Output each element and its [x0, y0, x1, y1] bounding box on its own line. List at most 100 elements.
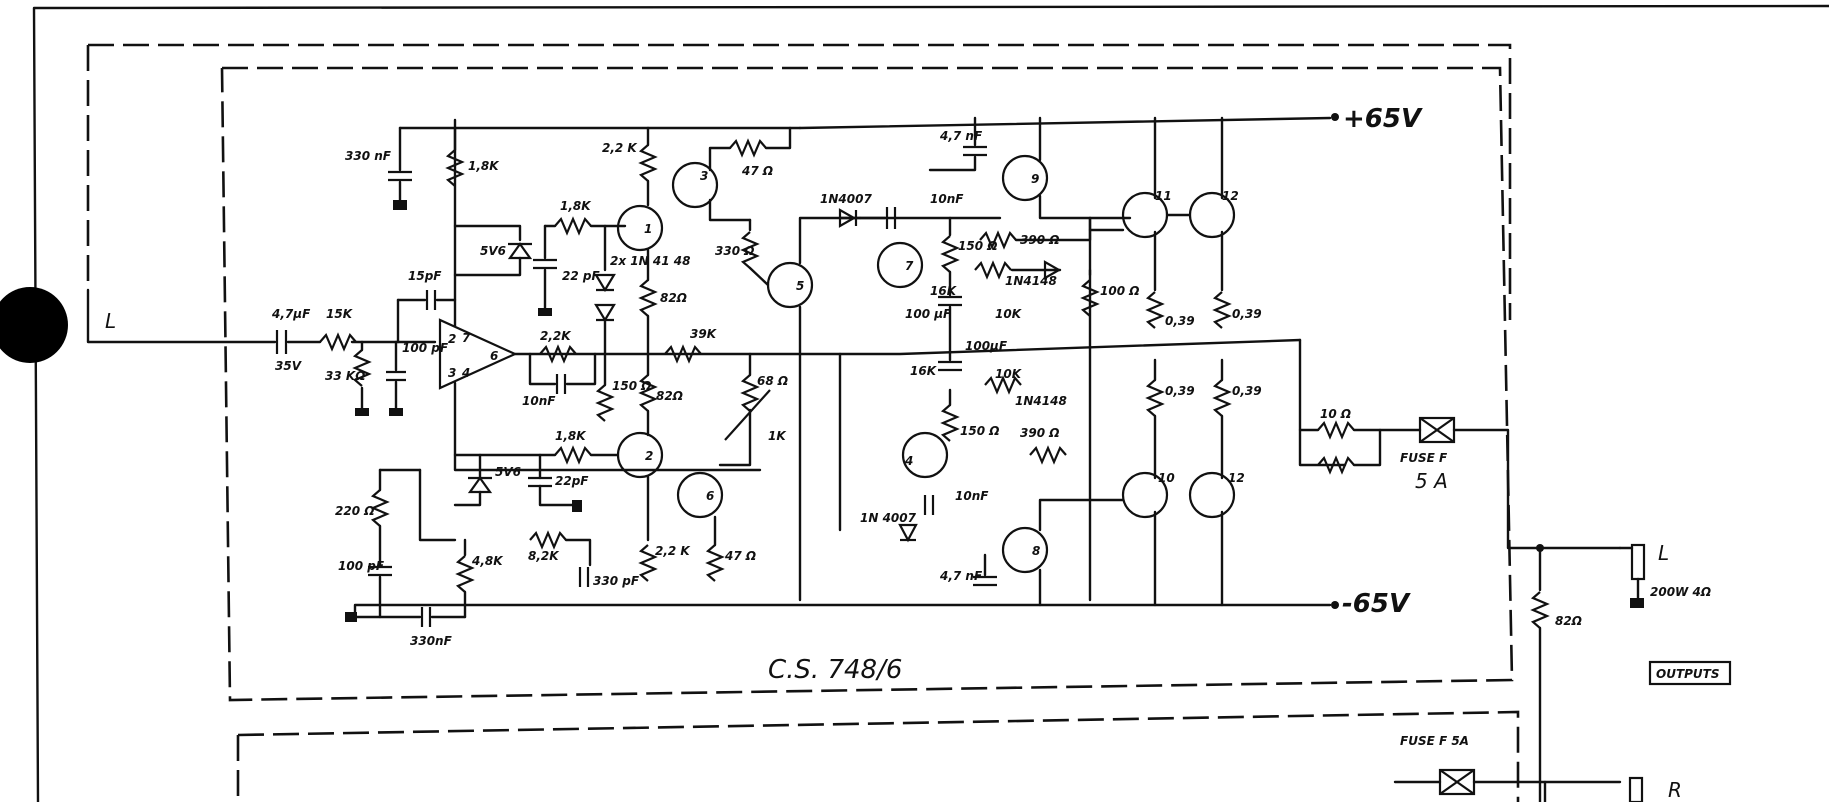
transistor-3 [671, 161, 719, 209]
cap-100uf-label: 100 µF [905, 307, 952, 321]
cap-4n7-bot-label: 4,7 nF [939, 569, 983, 583]
res-47-label: 47 Ω [741, 164, 773, 178]
cap-10nf-a-label: 10nF [522, 394, 556, 408]
dashed-frames [86, 43, 1520, 802]
res-039b-label: 0,39 [1232, 307, 1262, 321]
transistor-1-num: 1 [644, 222, 652, 236]
res-39k-label: 39K [690, 327, 718, 341]
transistor-6 [676, 471, 724, 519]
transistor-11-num: 11 [1155, 189, 1172, 203]
res-220-label: 220 Ω [335, 504, 374, 518]
transistor-7-num: 7 [905, 259, 914, 273]
res-8k2-label: 8,2K [528, 549, 560, 563]
transistor-4-num: 4 [904, 454, 913, 468]
binder-hole [0, 287, 68, 363]
opamp-pin-3: 3 [448, 366, 456, 380]
res-390b-label: 390 Ω [1020, 426, 1059, 440]
transistor-12-bot-num: 12 [1228, 471, 1245, 485]
pot-68-label: 68 Ω [757, 374, 788, 388]
output-section: 10 Ω FUSE F 5 A 82Ω L 200W 4Ω OUTPUTS FU… [1298, 338, 1732, 804]
transistor-12-num: 12 [1222, 189, 1239, 203]
res-10ka-label: 10K [995, 307, 1023, 321]
cap-100uf-b-label: 100µF [965, 339, 1008, 353]
res-4k8-label: 4,8K [471, 554, 504, 568]
diode-bot-label: 1N 4007 [860, 511, 917, 525]
transistor-10 [1121, 471, 1169, 519]
cap-in-label: 4,7µF [271, 307, 311, 321]
transistor-3-num: 3 [700, 169, 708, 183]
pot-1k-label: 1K [768, 429, 787, 443]
output-channel-label: L [1658, 541, 1669, 565]
outputs-label: OUTPUTS [1656, 667, 1720, 681]
res-10kb-label: 10K [995, 367, 1023, 381]
op-amp: 2 3 7 4 6 15pF 10nF 2,2K [396, 118, 1302, 472]
cap-22pf-label: 22 pF [562, 269, 600, 283]
cap-330nf-label: 330 nF [345, 149, 392, 163]
transistor-7 [876, 241, 924, 289]
outputs-box [1648, 660, 1732, 686]
opamp-pin-6: 6 [490, 349, 498, 363]
input-label: L [105, 309, 116, 333]
diode-4148a-label: 1N4148 [1005, 274, 1057, 288]
cap-22pf-b-label: 22pF [555, 474, 589, 488]
res-150b-label: 150 Ω [958, 239, 997, 253]
zener-bot-label: 5V6 [495, 465, 521, 479]
res-33k-label: 33 KΩ [325, 369, 365, 383]
res-150a-label: 150 Ω [612, 379, 651, 393]
input-stage: L 4,7µF 35V 15K 33 KΩ 100 pF [86, 288, 449, 416]
transistor-10-num: 10 [1158, 471, 1175, 485]
res-039c-label: 0,39 [1165, 384, 1195, 398]
opamp-pin-7: 7 [462, 331, 471, 345]
transistor-4 [901, 431, 949, 479]
positive-rail-label: +65V [1343, 104, 1423, 134]
transistor-12 [1188, 471, 1236, 519]
res-039a-label: 0,39 [1165, 314, 1195, 328]
second-channel-label: R [1668, 778, 1682, 802]
positive-rail: 330 nF 1,8K 5V6 22 pF 1,8K 2x 1N 41 48 2… [345, 104, 1423, 356]
res-82-label: 82Ω [660, 291, 687, 305]
diodes-label: 2x 1N 41 48 [610, 254, 690, 268]
transistor-1 [616, 204, 664, 252]
fuse-second-label: FUSE F 5A [1400, 734, 1469, 748]
res-330a-label: 330 Ω [715, 244, 754, 258]
diode-top-label: 1N4007 [820, 192, 872, 206]
cap-15pf-label: 15pF [408, 269, 442, 283]
res-16k-a-label: 16K [930, 284, 958, 298]
res-82-out-label: 82Ω [1555, 614, 1582, 628]
scan-border [0, 4, 1829, 804]
transistor-6-num: 6 [706, 489, 714, 503]
res-150c-label: 150 Ω [960, 424, 999, 438]
negative-rail-label: -65V [1342, 589, 1411, 619]
opamp-pin-2: 2 [448, 332, 456, 346]
transistor-2-num: 2 [645, 449, 653, 463]
zener-top-label: 5V6 [480, 244, 506, 258]
board-label: C.S. 748/6 [768, 655, 902, 685]
cap-10nf-b-label: 10nF [930, 192, 964, 206]
transistor-9-num: 9 [1031, 172, 1039, 186]
cap-4n7-top-label: 4,7 nF [939, 129, 983, 143]
res-100-label: 100 Ω [1100, 284, 1139, 298]
res-10-label: 10 Ω [1320, 407, 1351, 421]
res-2k2-top-label: 2,2 K [602, 141, 638, 155]
transistor-9 [1001, 154, 1049, 202]
transistor-5 [766, 261, 814, 309]
res-1k8-b-label: 1,8K [555, 429, 587, 443]
cap-100pf-b-label: 100 pF [338, 559, 385, 573]
transistor-8 [1001, 526, 1049, 574]
res-1k8-top-label: 1,8K [468, 159, 500, 173]
fuse-main-rating: 5 A [1415, 469, 1448, 493]
res-in-label: 15K [326, 307, 354, 321]
speaker-symbol [1630, 543, 1646, 581]
cap-10nf-c-label: 10nF [955, 489, 989, 503]
upper-output-stage: 4,7 nF 9 1N4007 10nF 7 150 Ω 100 µF 16K … [820, 116, 1262, 602]
res-16k-b-label: 16K [910, 364, 938, 378]
transistor-5-num: 5 [796, 279, 804, 293]
opamp-pin-4: 4 [461, 366, 470, 380]
speaker-symbol-r [1628, 776, 1644, 804]
res-82b-label: 82Ω [656, 389, 683, 403]
res-2k2-label: 2,2K [540, 329, 572, 343]
cap-330pf-label: 330 pF [593, 574, 640, 588]
cap-100pf-label: 100 pF [402, 341, 449, 355]
